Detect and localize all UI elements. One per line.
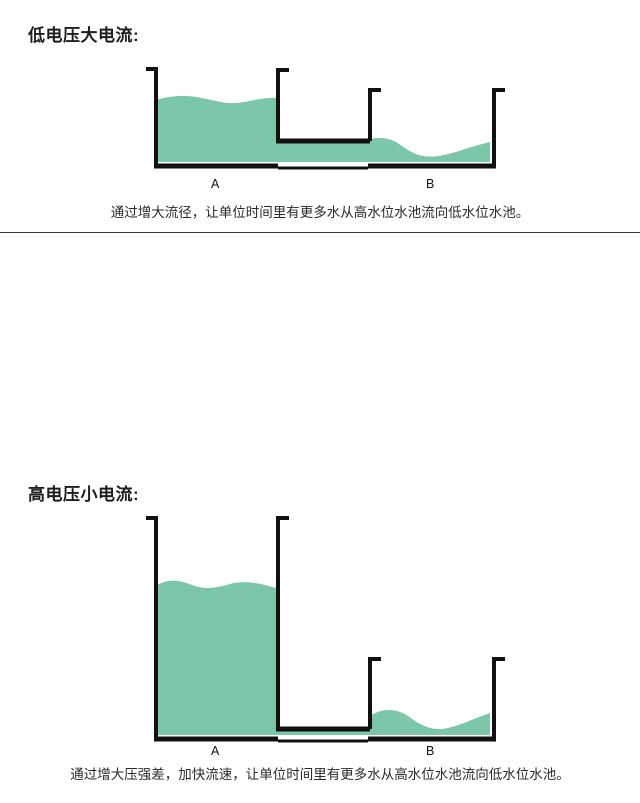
- basin-label-b-high-panel: B: [426, 744, 435, 758]
- basin-label-a-low-panel: A: [211, 177, 220, 191]
- wall-outer-left-low-panel: [146, 67, 158, 166]
- section-high-voltage-low-current: 高电压小电流: A B 通过增大压强差，加快流速，让单位时间里有更多水从高水位水…: [0, 232, 640, 782]
- water-left-tank-high-panel: [156, 580, 368, 735]
- water-right-tank-low-panel: [366, 138, 490, 162]
- diagram-wide-channel: [146, 67, 505, 170]
- diagram-narrow-channel: [146, 516, 505, 743]
- water-right-tank-high-panel: [370, 710, 490, 735]
- wall-inner-left-high-panel: [276, 516, 289, 729]
- section-caption-high-voltage: 通过增大压强差，加快流速，让单位时间里有更多水从高水位水池流向低水位水池。: [70, 767, 570, 782]
- wall-outer-right-low-panel: [492, 88, 505, 166]
- basin-label-a-high-panel: A: [211, 744, 220, 758]
- section-title-high-voltage: 高电压小电流:: [28, 485, 140, 504]
- section-caption-low-voltage: 通过增大流径，让单位时间里有更多水从高水位水池流向低水位水池。: [110, 205, 530, 220]
- water-channel-low-panel: [276, 140, 372, 162]
- water-left-tank-low-panel: [156, 96, 283, 162]
- section-title-low-voltage: 低电压大电流:: [28, 26, 140, 45]
- wall-outer-left-high-panel: [146, 516, 158, 739]
- basin-label-b-low-panel: B: [426, 177, 435, 191]
- section-divider: [0, 232, 640, 233]
- wall-inner-right-low-panel: [368, 88, 381, 141]
- section-low-voltage-high-current: 低电压大电流: A B 通过增大流径，让单位时间里有更多水从高水位水池流向低水位…: [0, 0, 640, 232]
- wall-outer-right-high-panel: [492, 657, 505, 739]
- wall-inner-left-low-panel: [276, 68, 289, 141]
